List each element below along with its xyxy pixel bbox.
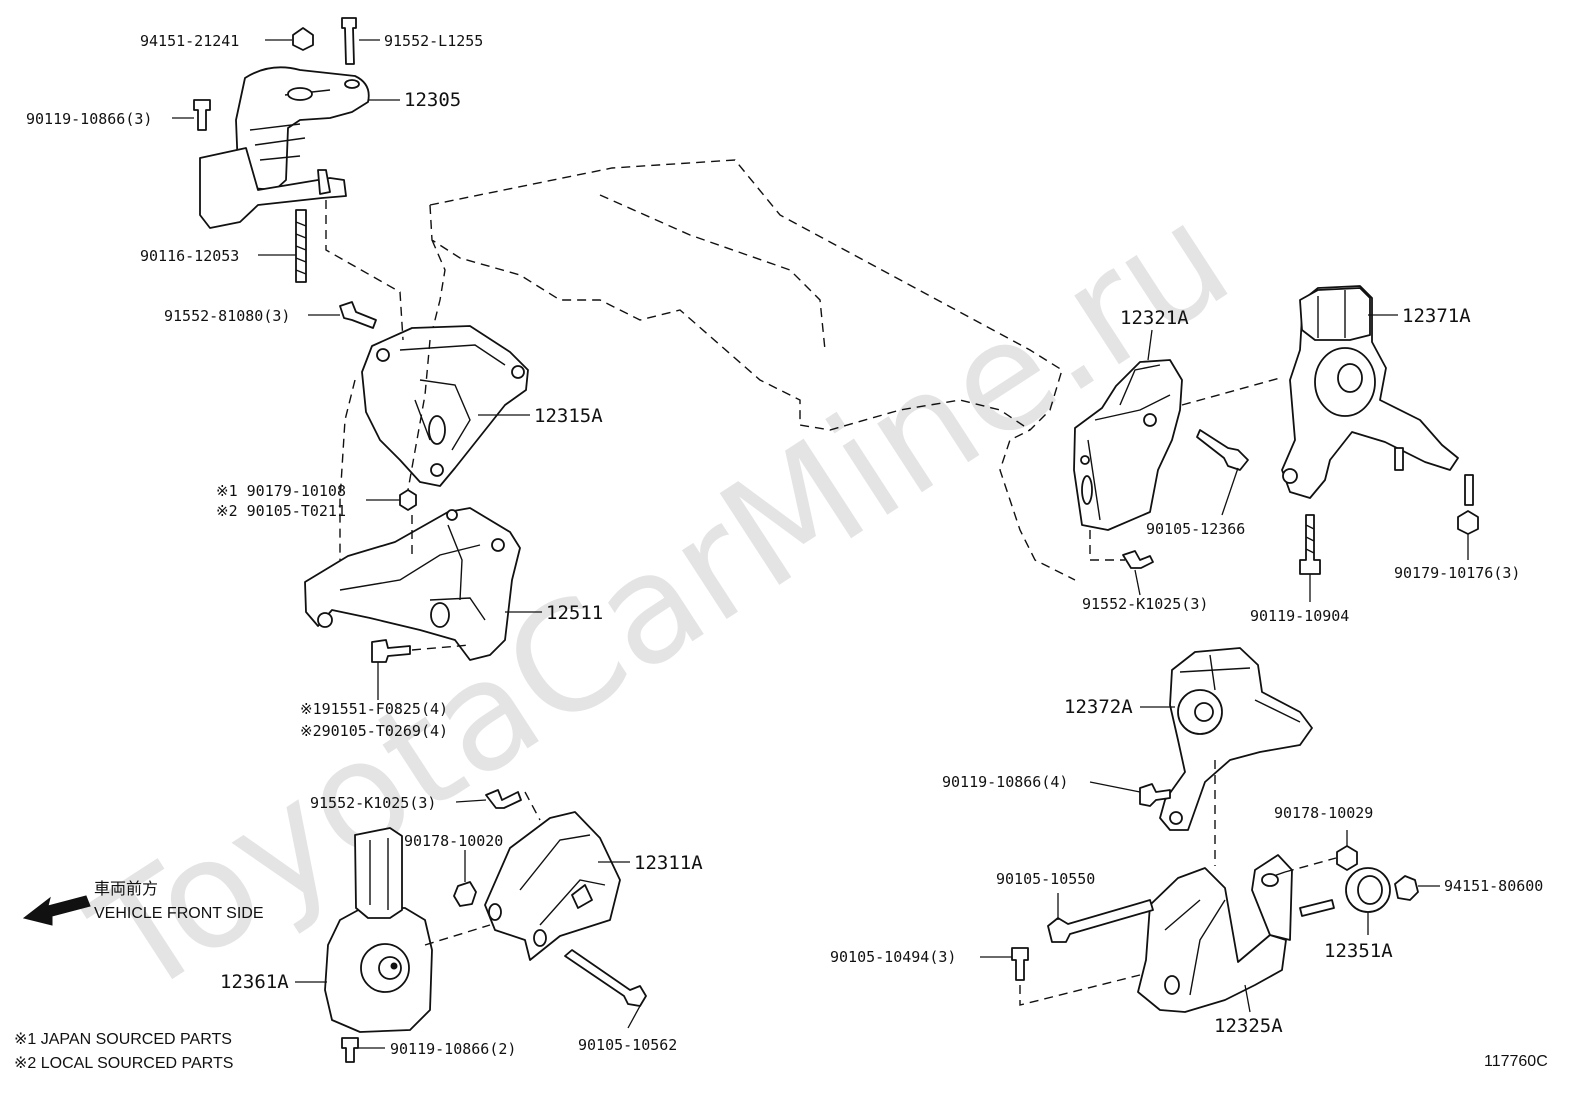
label-12372A[interactable]: 12372A: [1064, 696, 1133, 718]
vehicle-front-arrow-icon: [22, 895, 91, 926]
label-90119-10904[interactable]: 90119-10904: [1250, 607, 1349, 625]
bolt-90119-10904-icon[interactable]: [1299, 514, 1321, 575]
engine-mount-12305[interactable]: [199, 66, 370, 229]
label-12325A[interactable]: 12325A: [1214, 1015, 1283, 1037]
leader-lines: [172, 39, 1469, 1049]
bracket-12511[interactable]: [304, 507, 521, 661]
label-90179-10108[interactable]: ※1 90179-10108: [216, 482, 346, 500]
bushing-12351A[interactable]: [1345, 867, 1391, 913]
bolt-91552-l1255-icon[interactable]: [341, 17, 357, 65]
label-91552-81080-3[interactable]: 91552-81080(3): [164, 307, 290, 325]
label-12321A[interactable]: 12321A: [1120, 307, 1189, 329]
front-side-japanese: 車両前方: [94, 880, 158, 898]
diagram-id: 117760C: [1484, 1053, 1548, 1070]
label-90116-12053[interactable]: 90116-12053: [140, 247, 239, 265]
bolt-91552-k1025-right-icon[interactable]: [1122, 550, 1154, 569]
label-90179-10176-3[interactable]: 90179-10176(3): [1394, 564, 1520, 582]
label-12371A[interactable]: 12371A: [1402, 305, 1471, 327]
stud-12325A-icon[interactable]: [1299, 899, 1335, 917]
bolt-90119-10866-2-icon[interactable]: [341, 1037, 359, 1063]
alignment-lines: [325, 200, 1337, 1006]
front-side-english: VEHICLE FRONT SIDE: [94, 905, 264, 922]
label-94151-21241[interactable]: 94151-21241: [140, 32, 239, 50]
label-91552-L1255[interactable]: 91552-L1255: [384, 32, 483, 50]
nut-90179-10176-icon[interactable]: [1457, 510, 1479, 535]
label-12511[interactable]: 12511: [546, 602, 603, 624]
bolt-90105-10550-icon[interactable]: [1047, 899, 1154, 943]
nut-90178-10029-icon[interactable]: [1336, 845, 1358, 871]
label-12311A[interactable]: 12311A: [634, 852, 703, 874]
label-91551-F0825[interactable]: ※191551-F0825(4): [300, 700, 448, 718]
label-91552-K1025-left[interactable]: 91552-K1025(3): [310, 794, 436, 812]
bolt-90105-10562-icon[interactable]: [564, 949, 647, 1007]
label-12305[interactable]: 12305: [404, 89, 461, 111]
engine-outline: [429, 159, 1076, 581]
bolt-90105-12366-icon[interactable]: [1196, 429, 1249, 471]
label-90105-10494-3[interactable]: 90105-10494(3): [830, 948, 956, 966]
nut-90178-10020-icon[interactable]: [453, 881, 477, 907]
label-12361A[interactable]: 12361A: [220, 971, 289, 993]
label-90119-10866-4[interactable]: 90119-10866(4): [942, 773, 1068, 791]
label-90105-10550[interactable]: 90105-10550: [996, 870, 1095, 888]
label-90105-10562[interactable]: 90105-10562: [578, 1036, 677, 1054]
nut-94151-80600-icon[interactable]: [1394, 875, 1419, 901]
watermark-text: ToyotaCarMine.ru: [64, 171, 1259, 1031]
label-90105-12366[interactable]: 90105-12366: [1146, 520, 1245, 538]
part-labels: 94151-21241 91552-L1255 12305 90119-1086…: [26, 32, 1543, 1058]
engine-mount-12372A[interactable]: [1159, 647, 1313, 831]
label-91552-K1025-right[interactable]: 91552-K1025(3): [1082, 595, 1208, 613]
label-90105-T0269[interactable]: ※290105-T0269(4): [300, 722, 448, 740]
label-12351A[interactable]: 12351A: [1324, 940, 1393, 962]
bolt-91551-f0825-icon[interactable]: [371, 639, 411, 663]
bolt-91552-81080-3-icon[interactable]: [339, 301, 377, 329]
label-94151-80600[interactable]: 94151-80600: [1444, 877, 1543, 895]
bolt-90105-10494-icon[interactable]: [1011, 947, 1029, 981]
nut-94151-21241-icon[interactable]: [292, 27, 314, 51]
note-japan-sourced: ※1 JAPAN SOURCED PARTS: [14, 1031, 232, 1048]
nut-90179-10108-icon[interactable]: [399, 489, 417, 511]
bolt-91552-k1025-left-icon[interactable]: [485, 789, 522, 809]
bolt-90119-10866-3-icon[interactable]: [193, 99, 211, 131]
stud-12371A-icon[interactable]: [1394, 447, 1474, 506]
label-90105-T0211[interactable]: ※2 90105-T0211: [216, 502, 346, 520]
bracket-12325A[interactable]: [1137, 854, 1293, 1013]
label-90119-10866-2[interactable]: 90119-10866(2): [390, 1040, 516, 1058]
bracket-12315A[interactable]: [361, 325, 529, 487]
label-90119-10866-3[interactable]: 90119-10866(3): [26, 110, 152, 128]
label-12315A[interactable]: 12315A: [534, 405, 603, 427]
bolt-90119-10866-4-icon[interactable]: [1139, 783, 1171, 807]
label-90178-10029[interactable]: 90178-10029: [1274, 804, 1373, 822]
stud-90116-12053-icon[interactable]: [295, 209, 307, 283]
label-90178-10020[interactable]: 90178-10020: [404, 832, 503, 850]
bracket-12321A[interactable]: [1073, 359, 1183, 531]
note-local-sourced: ※2 LOCAL SOURCED PARTS: [14, 1055, 233, 1072]
bracket-12311A[interactable]: [484, 811, 621, 961]
engine-mount-12371A[interactable]: [1281, 285, 1459, 499]
